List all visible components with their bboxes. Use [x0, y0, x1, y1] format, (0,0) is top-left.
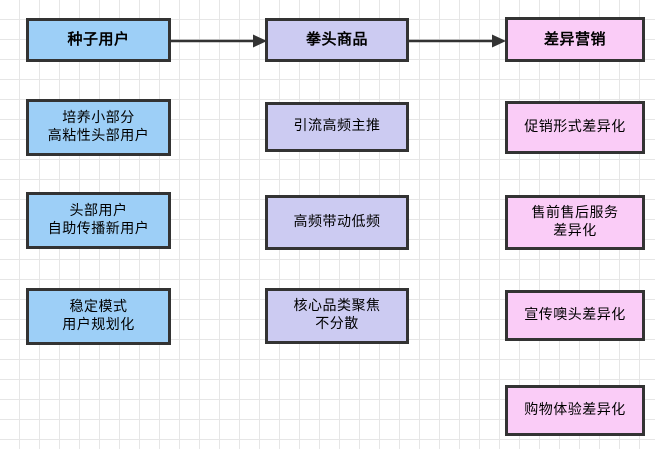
- node-seed-users-item-2[interactable]: 头部用户 自助传播新用户: [26, 192, 171, 249]
- node-differentiated-marketing-item-3[interactable]: 宣传噢头差异化: [505, 290, 645, 341]
- node-seed-users-item-1[interactable]: 培养小部分 高粘性头部用户: [26, 99, 171, 156]
- node-flagship-products-item-2[interactable]: 高频带动低频: [265, 195, 409, 250]
- node-flagship-products-item-1[interactable]: 引流高频主推: [265, 102, 409, 152]
- node-flagship-products-item-3[interactable]: 核心品类聚焦 不分散: [265, 288, 409, 344]
- node-header-seed-users[interactable]: 种子用户: [26, 18, 171, 62]
- node-differentiated-marketing-item-1[interactable]: 促销形式差异化: [505, 101, 645, 154]
- node-seed-users-item-3[interactable]: 稳定模式 用户规划化: [26, 288, 171, 345]
- node-header-flagship-products[interactable]: 拳头商品: [265, 18, 409, 62]
- node-header-differentiated-marketing[interactable]: 差异营销: [505, 17, 645, 62]
- arrow-flagship-to-marketing: [409, 34, 506, 48]
- arrow-seed-to-flagship: [170, 34, 267, 48]
- node-differentiated-marketing-item-4[interactable]: 购物体验差异化: [505, 385, 645, 436]
- node-differentiated-marketing-item-2[interactable]: 售前售后服务 差异化: [505, 195, 645, 250]
